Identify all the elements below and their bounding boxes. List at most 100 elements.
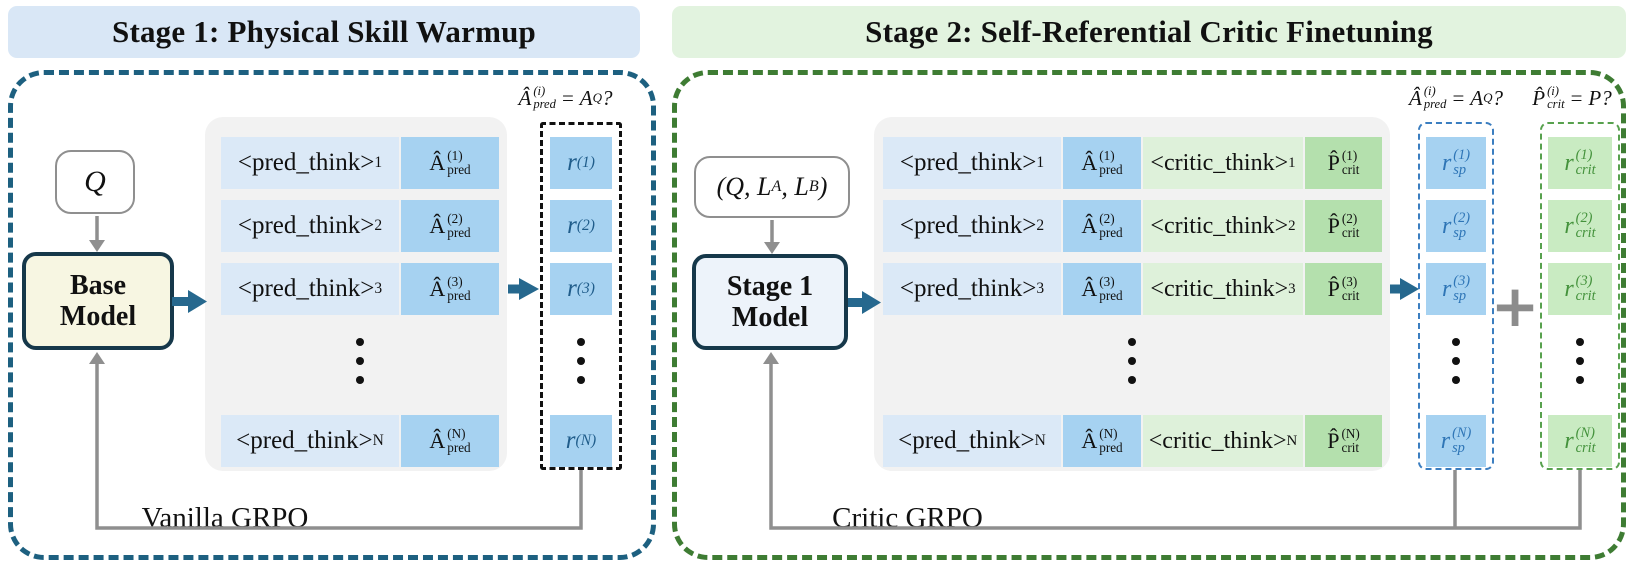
advantage-sup: (2) xyxy=(447,211,463,227)
condition-lhs: Â xyxy=(518,85,532,110)
stage2-sp-reward1-cell: r(1)sp xyxy=(1426,137,1486,189)
stage2-header: Stage 2: Self-Referential Critic Finetun… xyxy=(672,6,1626,58)
critic-pred-symbol: P̂ xyxy=(1327,213,1340,238)
stage2-sp-reward-vertical-ellipsis xyxy=(1452,338,1460,384)
reward-symbol: r xyxy=(565,427,576,454)
row-index: 2 xyxy=(1288,217,1296,234)
stage2-algorithm-label: Critic GRPO xyxy=(800,500,1015,536)
dot xyxy=(356,357,364,365)
stage2-row3-critic-think-cell: <critic_think>3 xyxy=(1143,263,1303,315)
stage2-crit-rewardN-cell: r(N)crit xyxy=(1548,415,1612,467)
stage1-row3-pred-think-cell: <pred_think>3 xyxy=(221,263,399,315)
stage1-query-input-box: Q xyxy=(55,150,135,214)
row-index: N xyxy=(1034,432,1046,449)
stage2-row2-critic-pred-cell: P̂(2)crit xyxy=(1305,200,1382,252)
reward-sup: (1) xyxy=(1453,146,1471,163)
stage1-model-box: Stage 1 Model xyxy=(692,254,848,350)
reward-sup: (N) xyxy=(1452,424,1472,441)
stage1-reward-vertical-ellipsis xyxy=(577,338,585,384)
row-index: 2 xyxy=(374,217,383,234)
stage1-reward2-cell: r(2) xyxy=(550,200,612,252)
stage2-row1-critic-pred-cell: P̂(1)crit xyxy=(1305,137,1382,189)
advantage-sub: pred xyxy=(1099,225,1123,240)
vanilla-grpo-text: Vanilla GRPO xyxy=(141,501,309,534)
advantage-sup: (1) xyxy=(1099,148,1115,164)
condition-lhs-sub: pred xyxy=(1423,97,1447,111)
condition-rhs: A xyxy=(579,85,593,110)
stage2-sp-reward2-cell: r(2)sp xyxy=(1426,200,1486,252)
reward-symbol: r xyxy=(1564,149,1574,176)
advantage-symbol: Â xyxy=(429,276,446,301)
stage2-rowN-critic-think-cell: <critic_think>N xyxy=(1143,415,1303,467)
reward-sub: crit xyxy=(1575,162,1596,178)
advantage-sub: pred xyxy=(1099,162,1123,177)
row-index: N xyxy=(1286,432,1298,449)
dot xyxy=(1452,338,1460,346)
reward-sup: (N) xyxy=(1575,424,1595,441)
stage2-rowN-pred-think-cell: <pred_think>N xyxy=(883,415,1061,467)
advantage-symbol: Â xyxy=(1081,150,1098,175)
stage1-rewardN-cell: r(N) xyxy=(550,415,612,467)
reward-symbol: r xyxy=(1441,275,1452,302)
critic-pred-sup: (3) xyxy=(1341,274,1358,290)
row-index: 1 xyxy=(1036,154,1045,171)
condition-lhs-sub: pred xyxy=(533,97,556,111)
critic-grpo-text: Critic GRPO xyxy=(832,501,983,534)
stage2-crit-reward2-cell: r(2)crit xyxy=(1548,200,1612,252)
stage2-row2-pred-think-cell: <pred_think>2 xyxy=(883,200,1061,252)
reward-sub: sp xyxy=(1453,225,1467,241)
pred-think-text: <pred_think> xyxy=(899,212,1037,239)
condition-lhs-sub: crit xyxy=(1547,97,1565,111)
stage2-row1-critic-think-cell: <critic_think>1 xyxy=(1143,137,1303,189)
pred-think-text: <pred_think> xyxy=(899,149,1037,176)
critic-pred-symbol: P̂ xyxy=(1327,428,1340,453)
advantage-symbol: Â xyxy=(429,150,446,175)
stage2-crit-reward3-cell: r(3)crit xyxy=(1548,263,1612,315)
reward-symbol: r xyxy=(567,149,577,176)
stage1-algorithm-label: Vanilla GRPO xyxy=(120,500,330,536)
stage1-header: Stage 1: Physical Skill Warmup xyxy=(8,6,640,58)
condition-lhs: Â xyxy=(1408,85,1422,110)
condition-lhs-sup: (i) xyxy=(533,83,546,98)
pred-think-text: <pred_think> xyxy=(236,427,373,454)
stage1-row2-advantage-cell: Â(2)pred xyxy=(401,200,499,252)
stage2-row1-pred-think-cell: <pred_think>1 xyxy=(883,137,1061,189)
condition-question-mark: ? xyxy=(602,85,613,110)
dot xyxy=(356,338,364,346)
reward-symbol: r xyxy=(1441,149,1452,176)
row-index: 1 xyxy=(1288,154,1296,171)
stage2-crit-condition-label: P̂(i)crit=P? xyxy=(1522,80,1622,116)
condition-lhs: P̂ xyxy=(1532,85,1546,110)
advantage-sub: pred xyxy=(1099,440,1123,455)
condition-equals: = xyxy=(1570,85,1583,110)
dot xyxy=(1576,376,1584,384)
input-part: (Q, L xyxy=(716,172,772,201)
reward-sup: (3) xyxy=(1575,272,1593,289)
advantage-sub: pred xyxy=(1099,288,1123,303)
advantage-sup: (N) xyxy=(1099,426,1118,442)
advantage-symbol: Â xyxy=(1081,428,1098,453)
reward-sub: sp xyxy=(1453,288,1467,304)
reward-sup: (2) xyxy=(576,217,595,234)
critic-pred-sup: (1) xyxy=(1341,148,1358,164)
stage1-model-label-line1: Stage 1 xyxy=(726,270,814,302)
dot xyxy=(577,376,585,384)
critic-think-text: <critic_think> xyxy=(1150,212,1289,239)
dot xyxy=(1576,357,1584,365)
stage1-rollout-vertical-ellipsis xyxy=(356,338,364,384)
reward-symbol: r xyxy=(1440,427,1451,454)
dot xyxy=(1452,357,1460,365)
stage1-query-label: Q xyxy=(84,165,106,198)
stage2-row2-advantage-cell: Â(2)pred xyxy=(1063,200,1141,252)
stage1-reward3-cell: r(3) xyxy=(550,263,612,315)
stage2-crit-reward1-cell: r(1)crit xyxy=(1548,137,1612,189)
reward-sup: (1) xyxy=(576,154,595,171)
row-index: 3 xyxy=(1036,280,1045,297)
advantage-sup: (1) xyxy=(447,148,463,164)
critic-pred-sup: (2) xyxy=(1341,211,1358,227)
critic-pred-sub: crit xyxy=(1341,440,1360,455)
stage2-panel xyxy=(672,70,1626,560)
stage1-header-title: Stage 1: Physical Skill Warmup xyxy=(112,14,536,49)
